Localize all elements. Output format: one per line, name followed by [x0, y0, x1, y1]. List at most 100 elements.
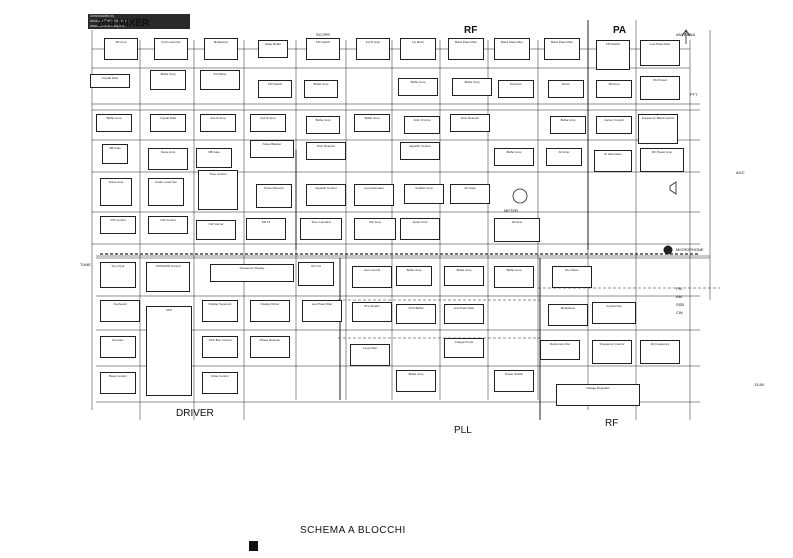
- circuit-block: Buffer Amp: [396, 370, 436, 392]
- circuit-block: Low Pass Filter: [302, 300, 342, 322]
- antenna-icon: [681, 29, 691, 44]
- circuit-block: Display Segment: [202, 300, 238, 322]
- circuit-block: Display Driver: [250, 300, 290, 322]
- circuit-block-label: Crystal Osc: [606, 304, 622, 308]
- circuit-block-label: AF Amp: [558, 150, 570, 154]
- circuit-block-label: Buffer Amp: [464, 80, 480, 84]
- signal-tag: AGC: [736, 170, 745, 175]
- circuit-block-label: PLL Mixer: [565, 268, 579, 272]
- circuit-block-label: Buffer Amp: [560, 118, 576, 122]
- circuit-block-label: S-Meter Amp: [415, 186, 433, 190]
- circuit-block: Swap Buffer: [258, 40, 288, 58]
- circuit-block: PA Protect: [640, 76, 680, 100]
- circuit-block-label: Encoder: [112, 338, 124, 342]
- circuit-block-label: Noise Amp: [160, 150, 176, 154]
- circuit-block: Power Switch: [494, 370, 534, 392]
- circuit-block: Buffer Amp: [150, 70, 186, 90]
- circuit-block: IF Attenuator: [594, 150, 632, 172]
- circuit-block: Multiplexer: [204, 38, 238, 60]
- circuit-block: FM Fil: [246, 218, 286, 240]
- circuit-block: Encoder: [100, 336, 136, 358]
- circuit-block: T/R Switch: [306, 38, 340, 60]
- circuit-block-label: Voltage Regulator: [586, 386, 610, 390]
- circuit-block-label: CW Control: [160, 218, 176, 222]
- circuit-block-label: Crystal Filter: [101, 76, 119, 80]
- section-label-pa: PA: [613, 25, 627, 36]
- circuit-block: DC Ltd: [298, 262, 334, 286]
- circuit-block: RF Amp: [596, 80, 632, 98]
- circuit-block: Predriver: [498, 80, 534, 98]
- circuit-block-label: Noise Blanker: [262, 142, 282, 146]
- circuit-block-label: Buffer Amp: [364, 116, 380, 120]
- circuit-block-label: Buffer Amp: [506, 268, 522, 272]
- circuit-block-label: Buffer Amp: [313, 82, 329, 86]
- circuit-block: Phase Detector: [250, 336, 290, 358]
- circuit-block: Squelch Control: [400, 142, 440, 160]
- circuit-block: AF Amp: [546, 148, 582, 166]
- circuit-block-label: DC Ltd: [311, 264, 321, 268]
- signal-tag: 13.8V: [754, 382, 765, 387]
- circuit-block: PLL Mixer: [552, 266, 592, 288]
- circuit-block-label: Keyboard: [113, 302, 127, 306]
- circuit-block: RF Amp: [104, 38, 138, 60]
- circuit-block-label: Buffer Amp: [315, 118, 331, 122]
- circuit-block: Band Pass Filter: [448, 38, 484, 60]
- circuit-block: AF Frequency: [640, 340, 680, 364]
- circuit-block-label: Power Switch: [504, 372, 524, 376]
- circuit-block: Buffer Amp: [398, 78, 438, 96]
- circuit-block: Mute Control: [202, 372, 238, 394]
- circuit-block: VCO Buffer: [396, 304, 436, 324]
- circuit-block-label: Buffer Amp: [406, 268, 422, 272]
- circuit-block-label: Mute Control: [211, 374, 229, 378]
- circuit-block: Crystal Osc: [592, 302, 636, 324]
- circuit-block-label: CW Control: [110, 218, 126, 222]
- circuit-block-label: RF Power Amp: [651, 150, 673, 154]
- circuit-block-label: Squelch Control: [409, 144, 431, 148]
- circuit-block-label: Buffer Amp: [160, 72, 176, 76]
- circuit-block: Low-Pass Filter: [640, 40, 680, 66]
- signal-tag: SSB: [676, 302, 685, 307]
- circuit-block: Noise Amp: [148, 148, 188, 170]
- circuit-block: NB Gate: [102, 144, 128, 164]
- circuit-block-label: Buffer Amp: [456, 268, 472, 272]
- circuit-block: Noise Blanker: [250, 140, 294, 158]
- watermark-label: Downloaded by Amateur Radio Directory ww…: [88, 14, 190, 29]
- circuit-block-label: Buffer Amp: [506, 150, 522, 154]
- circuit-block: Reference Osc: [540, 340, 580, 360]
- circuit-block: Low Attenuator: [354, 184, 394, 206]
- circuit-block: Audio Local Osc: [148, 178, 184, 206]
- circuit-block-label: Band Pass Filter: [500, 40, 523, 44]
- signal-tag: ANTENNA: [676, 32, 696, 37]
- circuit-block: Low Pass Filter: [444, 304, 484, 324]
- circuit-block-label: ALC Control: [363, 268, 381, 272]
- circuit-block: Buffer Amp: [550, 116, 586, 134]
- circuit-block: Time Constant: [300, 218, 342, 240]
- circuit-block-label: Noise Amp: [108, 180, 124, 184]
- circuit-block-label: Reference Osc: [549, 342, 570, 346]
- circuit-block: AGC IF Amp: [404, 116, 440, 134]
- circuit-block-label: NB Gate: [208, 150, 220, 154]
- signal-tag: MICROPHONE: [676, 247, 704, 252]
- circuit-block-label: Band Pass Filter: [550, 40, 573, 44]
- circuit-block-label: Beep Control: [109, 374, 127, 378]
- circuit-block: Buffer Amp: [494, 266, 534, 288]
- circuit-block: 2nd Local Osc: [154, 38, 188, 60]
- circuit-block-label: T/R Switch: [315, 40, 331, 44]
- circuit-block: Keyboard: [100, 300, 140, 322]
- circuit-block: CW Control: [100, 216, 136, 234]
- circuit-block-label: Buffer Amp: [408, 372, 424, 376]
- circuit-block-label: Low Attenuator: [363, 186, 384, 190]
- signal-tag: PTT: [690, 92, 698, 97]
- signal-tag: FM: [676, 286, 682, 291]
- circuit-block: Loop Filter: [350, 344, 390, 366]
- circuit-block-label: Low-Pass Filter: [649, 42, 671, 46]
- circuit-block-label: Display Segment: [208, 302, 232, 306]
- circuit-block-label: Audio VCA: [412, 220, 428, 224]
- circuit-block: Frequency Band Control: [638, 114, 678, 144]
- circuit-block: Frequency Display: [210, 264, 294, 282]
- circuit-block: PLL Divider: [352, 302, 392, 322]
- section-label-pll: PLL: [454, 425, 472, 436]
- circuit-block-label: FM Fil: [261, 220, 271, 224]
- circuit-block-label: Phase Detector: [259, 338, 281, 342]
- circuit-block-label: Squelch Control: [315, 186, 337, 190]
